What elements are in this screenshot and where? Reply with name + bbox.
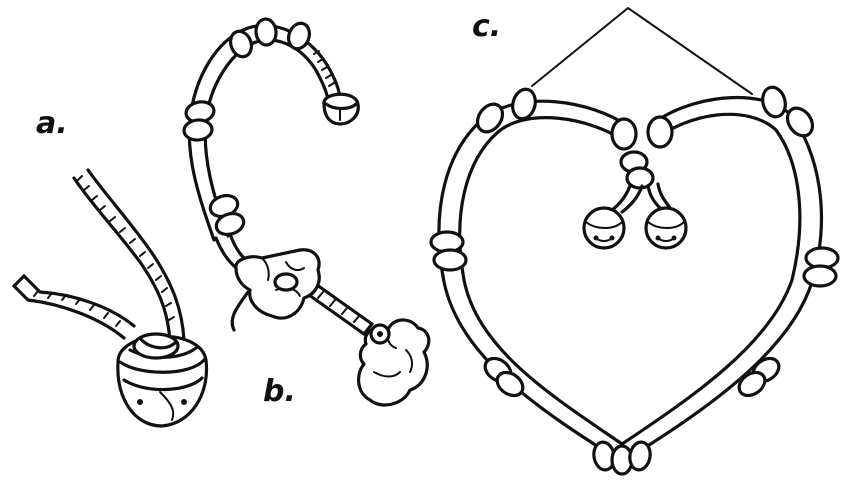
jingle-bell-icon <box>584 208 624 248</box>
label-a: a. <box>36 106 68 141</box>
panel-a: a. <box>14 106 207 426</box>
hand-icon <box>232 250 319 330</box>
panel-c: c. <box>431 8 838 474</box>
jingle-bell-icon <box>118 334 207 426</box>
hanging-string <box>532 8 752 94</box>
label-b: b. <box>263 374 296 409</box>
small-bell-icon <box>324 94 358 124</box>
center-knot <box>612 117 672 212</box>
jingle-bell-icon <box>646 208 686 248</box>
panel-b: b. <box>183 18 429 409</box>
pipe-cleaner-front-strand <box>14 276 134 338</box>
hand-icon <box>359 320 429 405</box>
label-c: c. <box>472 9 501 44</box>
